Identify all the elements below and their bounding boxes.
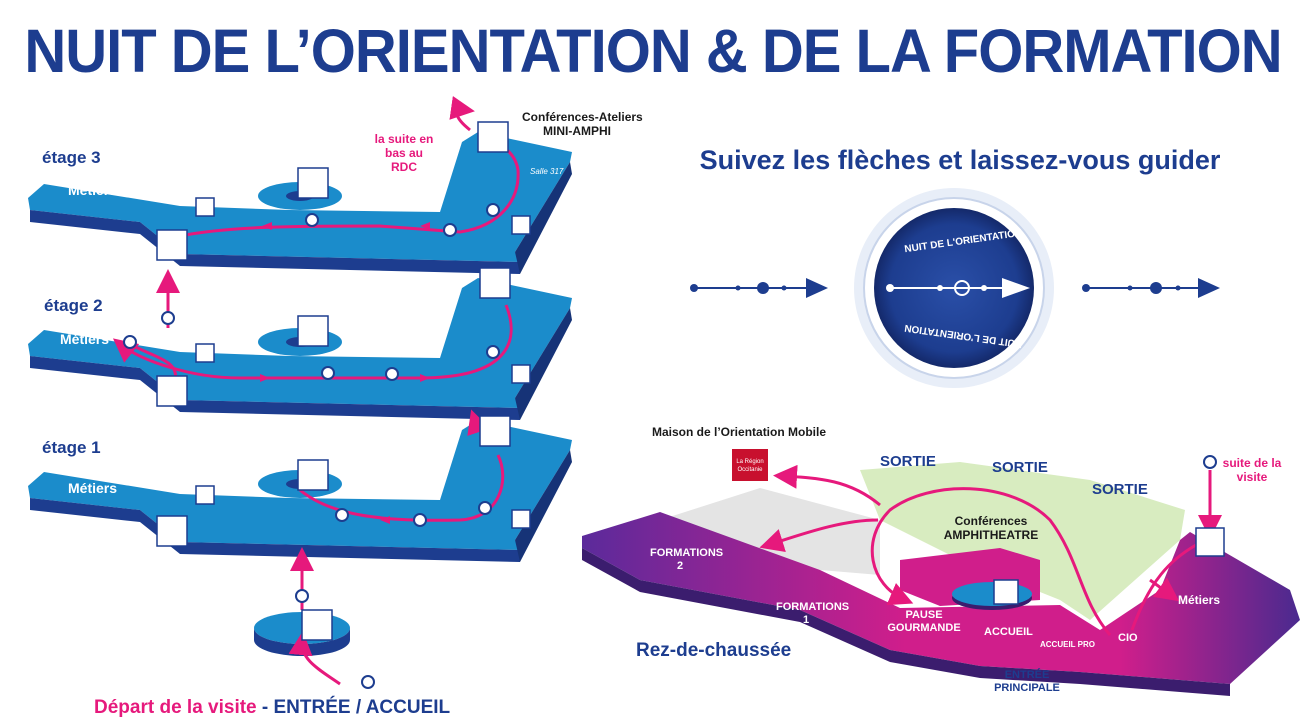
tagline: Suivez les flèches et laissez-vous guide… xyxy=(699,145,1221,175)
left-arrow-dots xyxy=(690,278,828,298)
cio-label: CIO xyxy=(1118,632,1138,644)
region-logo: La Région Occitanie xyxy=(732,449,768,481)
accueil-label: ACCUEIL xyxy=(984,626,1033,638)
floor-3-label: étage 3 xyxy=(42,148,101,167)
floor-2-metiers: Métiers xyxy=(60,331,110,347)
route-arrows-floors xyxy=(260,222,430,524)
suite-visite-label: suite de la visite xyxy=(1222,456,1282,484)
floor-2-label: étage 2 xyxy=(44,296,103,315)
sortie-3: SORTIE xyxy=(1092,481,1148,498)
depart-prefix: Départ de la visite xyxy=(94,697,257,718)
page-title: NUIT DE L’ORIENTATION & DE LA FORMATION xyxy=(24,17,1282,86)
maison-label: Maison de l’Orientation Mobile xyxy=(652,425,827,439)
depart-suffix: - ENTRÉE / ACCUEIL xyxy=(256,697,451,718)
floor-3-metiers: Métiers xyxy=(68,182,118,198)
stair-markers xyxy=(123,203,500,689)
rdc-elevator-icon xyxy=(1195,527,1225,557)
formations-2-label: FORMATIONS 2 xyxy=(650,547,724,572)
floor-3-plan xyxy=(28,132,572,274)
right-arrow-dots xyxy=(1082,278,1220,298)
pause-label: PAUSE GOURMANDE xyxy=(887,609,961,634)
facility-icons xyxy=(156,121,531,641)
rdc-stair-marker xyxy=(1203,455,1217,469)
floor-3-salle: Salle 317 xyxy=(530,167,564,176)
floor-1-label: étage 1 xyxy=(42,438,101,457)
formations-1-label: FORMATIONS 1 xyxy=(776,601,850,626)
sortie-1: SORTIE xyxy=(880,453,936,470)
depart-label: Départ de la visite - ENTRÉE / ACCUEIL xyxy=(94,697,450,719)
route-ground-floor xyxy=(759,464,1222,636)
entree-label: ENTRÉE PRINCIPALE xyxy=(994,669,1060,694)
accueil-elevator-icon xyxy=(993,579,1019,605)
rdc-label: Rez-de-chaussée xyxy=(636,640,792,661)
floor-3-suite-note: la suite en bas au RDC xyxy=(374,132,434,174)
amphi-label: Conférences AMPHITHEATRE xyxy=(943,514,1039,542)
sortie-2: SORTIE xyxy=(992,459,1048,476)
orientation-emblem xyxy=(854,188,1054,388)
floor-1-metiers: Métiers xyxy=(68,480,118,496)
rdc-metiers-label: Métiers xyxy=(1178,593,1221,607)
floor-3-conf-label: Conférences-Ateliers MINI-AMPHI xyxy=(522,110,643,138)
accueil-pro-label: ACCUEIL PRO xyxy=(1040,640,1095,649)
